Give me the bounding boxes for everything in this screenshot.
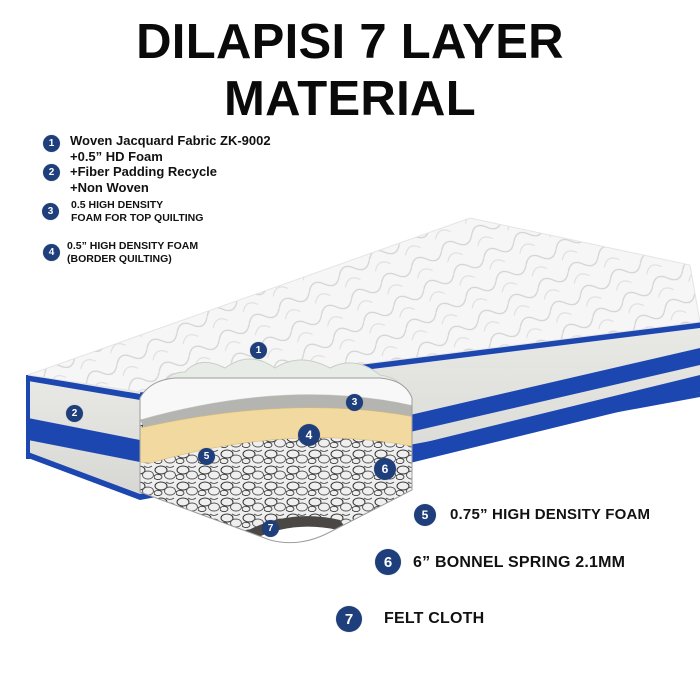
- headline-line-2: MATERIAL: [224, 72, 476, 126]
- legend-6-label: 6” BONNEL SPRING 2.1MM: [413, 554, 626, 571]
- marker-7-felt: 7: [262, 520, 279, 537]
- legend-badge-6: 6: [375, 549, 401, 575]
- legend-2-line-2: +Non Woven: [70, 180, 149, 195]
- legend-4-line-1: 0.5” HIGH DENSITY FOAM: [67, 240, 199, 252]
- marker-1-top-fabric: 1: [250, 342, 267, 359]
- headline-line-1: DILAPISI 7 LAYER: [136, 15, 564, 69]
- legend-3-line-2: FOAM FOR TOP QUILTING: [71, 212, 204, 224]
- legend-1-line-1: Woven Jacquard Fabric ZK-9002: [70, 133, 271, 148]
- legend-7-label: FELT CLOTH: [384, 610, 485, 627]
- quilted-top-surface: [27, 217, 700, 393]
- legend-2-line-1: +Fiber Padding Recycle: [70, 164, 218, 179]
- marker-6-bonnel-spring: 6: [374, 458, 396, 480]
- legend-badge-3: 3: [42, 203, 59, 220]
- legend-badge-1: 1: [43, 135, 60, 152]
- marker-4-border-foam: 4: [298, 424, 320, 446]
- marker-2-border: 2: [66, 405, 83, 422]
- legend-4-line-2: (BORDER QUILTING): [67, 253, 172, 265]
- legend-5-label: 0.75” HIGH DENSITY FOAM: [450, 506, 651, 523]
- legend-badge-7: 7: [336, 606, 362, 632]
- legend-1-line-2: +0.5” HD Foam: [70, 149, 163, 164]
- legend-badge-2: 2: [43, 164, 60, 181]
- legend-3-line-1: 0.5 HIGH DENSITY: [71, 199, 164, 211]
- legend-badge-5: 5: [414, 504, 436, 526]
- marker-3-top-foam: 3: [346, 394, 363, 411]
- marker-5-hd-foam: 5: [198, 448, 215, 465]
- legend-badge-4: 4: [43, 244, 60, 261]
